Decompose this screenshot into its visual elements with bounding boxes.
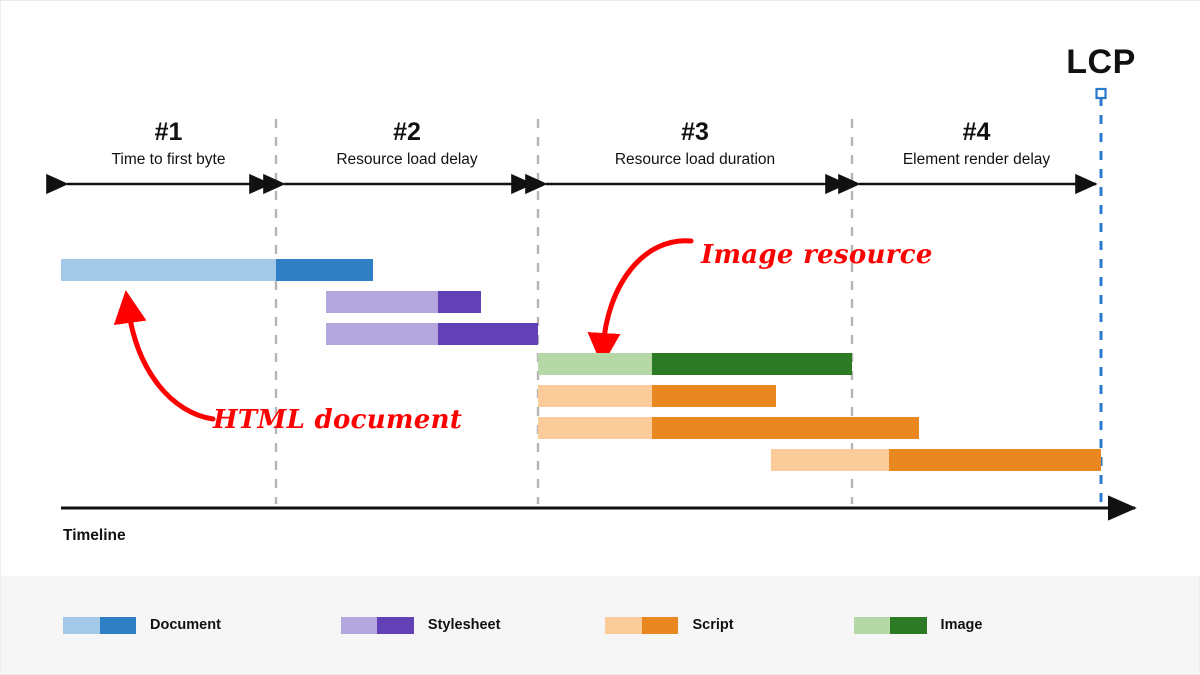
phase-label-1: #1 Time to first byte <box>61 118 276 169</box>
lcp-title: LCP <box>1066 43 1136 81</box>
script-bar-2-light-segment <box>538 417 652 439</box>
script-bar-1-dark-segment <box>652 385 776 407</box>
script-bar-3-dark-segment <box>889 449 1101 471</box>
stylesheet-bar-1-light-segment <box>326 291 438 313</box>
document-bar-light-segment <box>61 259 276 281</box>
document-bar <box>61 259 373 281</box>
diagram-vector-layer <box>46 87 1137 521</box>
legend-label-stylesheet: Stylesheet <box>427 617 501 633</box>
legend: Document Stylesheet Script Image <box>1 576 1199 674</box>
image-bar <box>538 353 852 375</box>
image-resource-annotation: Image resource <box>701 240 933 270</box>
plot-area: LCP #1 Time to first byte #2 Resource lo… <box>1 1 1200 576</box>
image-bar-dark-segment <box>652 353 852 375</box>
phase-label-2: #2 Resource load delay <box>276 118 538 169</box>
script-bar-2-dark-segment <box>652 417 919 439</box>
timeline-caption: Timeline <box>63 527 126 544</box>
script-bar-2 <box>538 417 919 439</box>
script-bar-3-light-segment <box>771 449 889 471</box>
script-bar-1-light-segment <box>538 385 652 407</box>
html-document-annotation: HTML document <box>213 405 463 435</box>
legend-label-script: Script <box>692 617 734 633</box>
image-bar-light-segment <box>538 353 652 375</box>
document-bar-dark-segment <box>276 259 373 281</box>
lcp-marker <box>1095 87 1107 508</box>
phase-number-1: #1 <box>154 118 183 146</box>
legend-item-image: Image <box>853 576 983 674</box>
phase-label-4: #4 Element render delay <box>852 118 1101 169</box>
phase-label-3: #3 Resource load duration <box>538 118 852 169</box>
stylesheet-bar-2-light-segment <box>326 323 438 345</box>
lcp-marker-handle <box>1095 87 1107 100</box>
phase-number-3: #3 <box>681 118 709 146</box>
document-swatch-icon <box>63 616 136 634</box>
image-swatch-icon <box>853 616 927 634</box>
script-bar-3 <box>771 449 1101 471</box>
stylesheet-swatch-icon <box>340 616 414 634</box>
script-bar-1 <box>538 385 776 407</box>
stylesheet-bar-1 <box>326 291 481 313</box>
legend-item-stylesheet: Stylesheet <box>340 576 501 674</box>
stylesheet-bar-2 <box>326 323 538 345</box>
legend-item-script: Script <box>605 576 734 674</box>
script-swatch-icon <box>605 616 679 634</box>
html-document-arrow <box>113 290 216 422</box>
stylesheet-bar-2-dark-segment <box>438 323 538 345</box>
legend-label-document: Document <box>150 617 221 633</box>
legend-item-document: Document <box>63 576 221 674</box>
phase-name-1: Time to first byte <box>111 151 226 169</box>
legend-label-image: Image <box>940 617 983 633</box>
phase-name-4: Element render delay <box>902 151 1051 169</box>
phase-name-2: Resource load delay <box>336 151 478 169</box>
image-resource-arrow <box>587 238 694 366</box>
phase-name-3: Resource load duration <box>614 151 776 169</box>
phase-number-2: #2 <box>393 118 421 146</box>
phase-number-4: #4 <box>962 118 991 146</box>
stylesheet-bar-1-dark-segment <box>438 291 481 313</box>
